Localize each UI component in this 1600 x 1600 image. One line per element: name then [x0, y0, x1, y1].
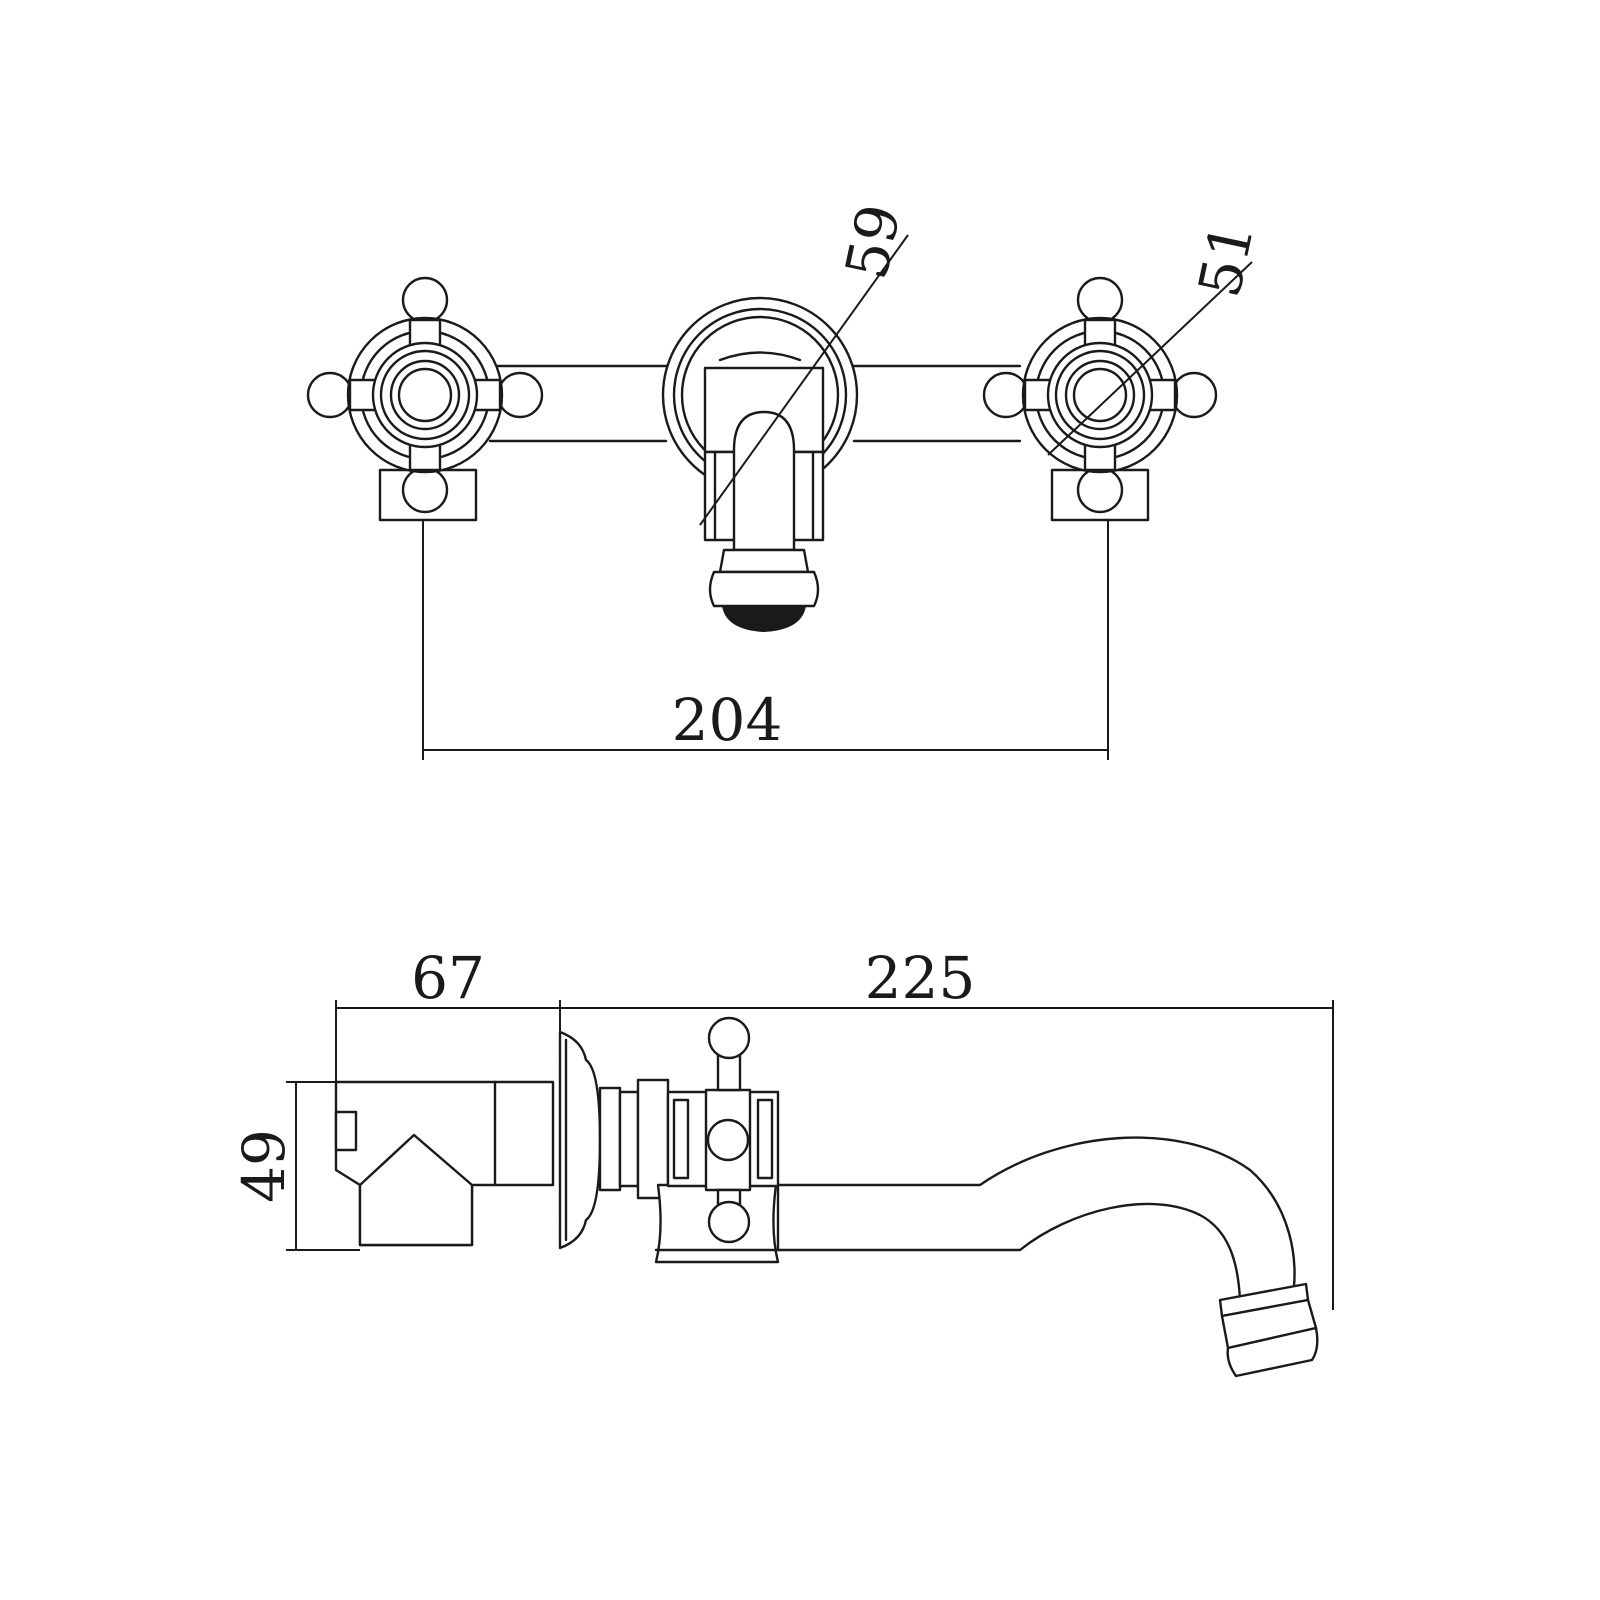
dimension-51: 51: [1047, 217, 1267, 456]
side-valve-body: [334, 1080, 555, 1247]
dimension-67-label: 67: [411, 944, 485, 1012]
dimension-49-label: 49: [230, 1129, 298, 1203]
dimension-225-label: 225: [865, 944, 976, 1012]
side-view: 67 225 49: [230, 944, 1334, 1378]
dimension-225: 225: [560, 944, 1334, 1310]
side-escutcheon: [558, 1030, 670, 1250]
right-cross-handle: [982, 276, 1218, 522]
front-body-bar: [488, 364, 1022, 443]
dimension-204: 204: [422, 520, 1109, 760]
dimension-51-label: 51: [1185, 217, 1267, 303]
dimension-49: 49: [230, 1081, 360, 1251]
dimension-59: 59: [699, 199, 914, 526]
side-spout: [776, 1136, 1319, 1378]
front-spout: [661, 296, 859, 632]
side-handle-assembly: [654, 1016, 780, 1264]
dimension-59-label: 59: [832, 199, 914, 285]
dimension-204-label: 204: [672, 686, 783, 754]
left-cross-handle: [306, 276, 544, 522]
front-view: 59 51 204: [306, 199, 1267, 760]
dimension-67: 67: [335, 944, 561, 1082]
